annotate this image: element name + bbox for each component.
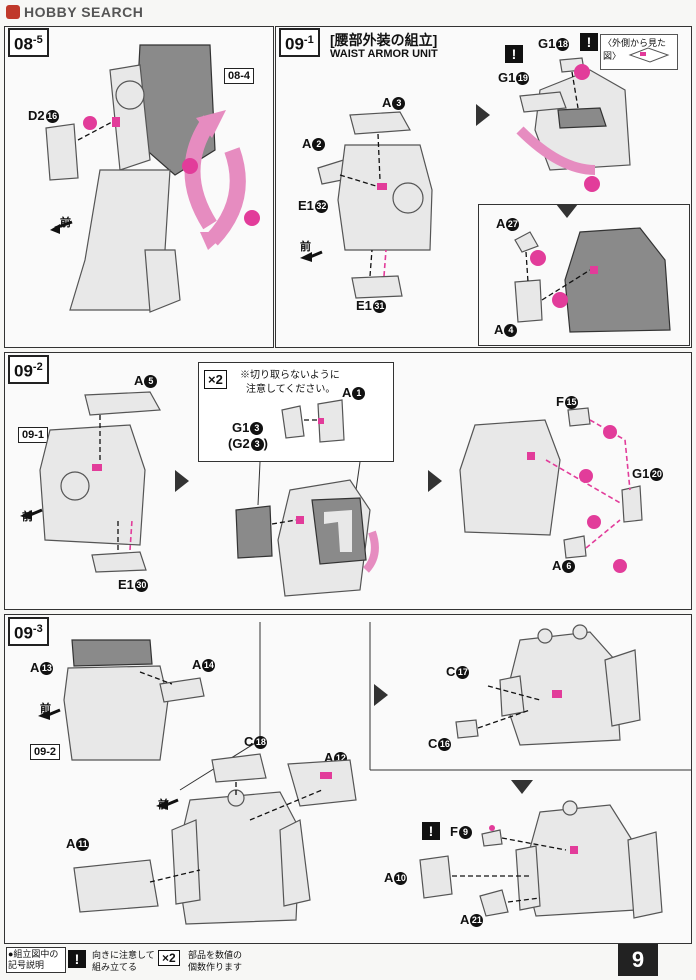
legend-orientation-line2: 組み立てる — [92, 962, 138, 972]
caution-icon: ! — [580, 33, 598, 51]
flow-arrow-icon — [175, 470, 189, 492]
flow-arrow-icon — [374, 684, 388, 706]
page-number: 9 — [618, 944, 658, 976]
logo-mark-icon — [6, 5, 20, 19]
step-09-1-subpanel — [478, 204, 690, 346]
front-label: 前 — [40, 703, 51, 715]
ref-09-1: 09-1 — [18, 427, 49, 443]
x2-badge: ×2 — [204, 370, 227, 389]
x2-badge: ×2 — [158, 950, 180, 966]
ref-09-2: 09-2 — [30, 744, 61, 760]
step-09-1-title-jp: [腰部外装の組立] — [330, 32, 438, 48]
front-label: 前 — [300, 241, 311, 253]
caution-icon: ! — [505, 45, 523, 63]
cut-note-line2: 注意してください。 — [246, 384, 336, 395]
legend-symbol-explanation: ●組立図中の記号説明 — [6, 947, 66, 973]
step-09-1-label: 09-1 — [279, 28, 320, 57]
caution-icon: ! — [422, 822, 440, 840]
ref-08-4: 08-4 — [224, 68, 255, 84]
flow-arrow-icon — [511, 780, 533, 794]
caution-icon: ! — [68, 950, 86, 968]
flow-arrow-icon — [476, 104, 490, 126]
step-09-3-label: 09-3 — [8, 617, 49, 646]
flow-arrow-icon — [428, 470, 442, 492]
logo-text: HOBBY SEARCH — [24, 4, 144, 20]
legend-count-line1: 部品を数値の — [188, 950, 243, 960]
step-09-1-title-en: WAIST ARMOR UNIT — [330, 48, 438, 60]
legend-count-line2: 個数作ります — [188, 962, 243, 972]
legend-orientation-line1: 向きに注意して — [92, 950, 155, 960]
hobby-search-logo: HOBBY SEARCH — [6, 4, 143, 20]
step-09-2-label: 09-2 — [8, 355, 49, 384]
step-08-5-label: 08-5 — [8, 28, 49, 57]
cut-note-line1: ※切り取らないように — [240, 370, 340, 381]
flow-arrow-icon — [556, 204, 578, 218]
